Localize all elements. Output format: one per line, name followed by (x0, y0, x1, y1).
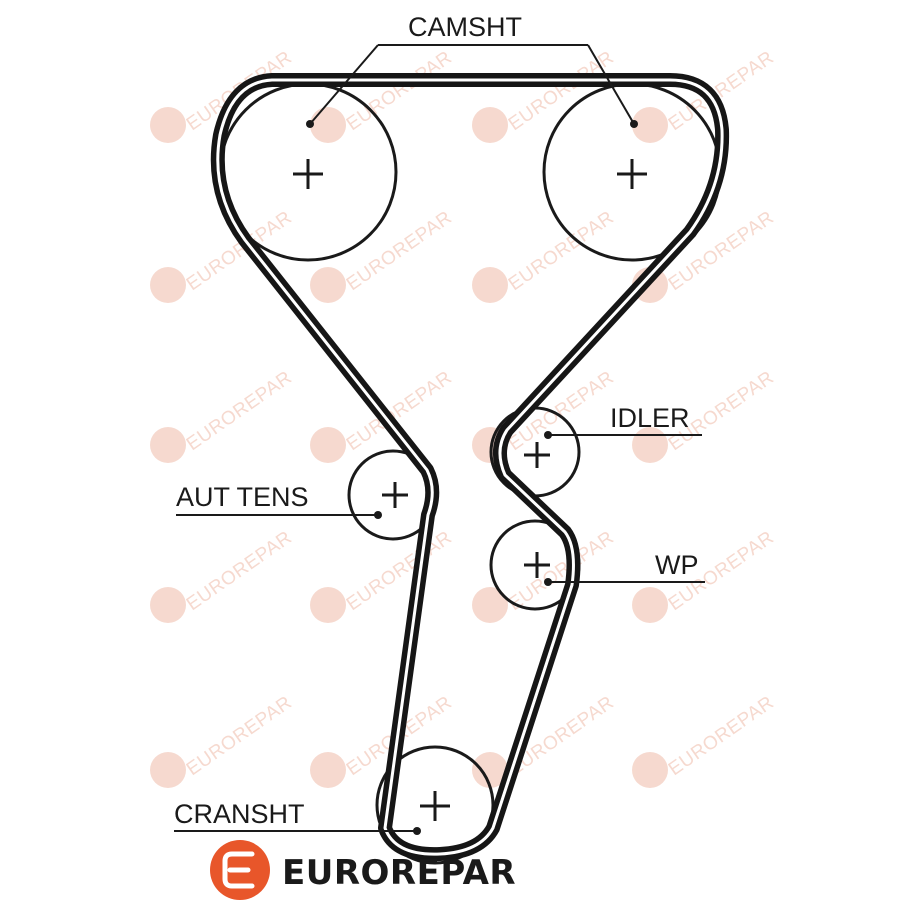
watermark-logo-icon (310, 427, 346, 463)
camshaft-left-dot (306, 120, 314, 128)
watermark-tile: EUROREPAR (150, 692, 296, 788)
watermark-logo-icon (472, 752, 508, 788)
timing-belt-path (210, 73, 730, 862)
watermark-text: EUROREPAR (183, 367, 296, 455)
watermark-logo-icon (472, 587, 508, 623)
watermark-logo-icon (150, 427, 186, 463)
label-idler: IDLER (610, 403, 690, 433)
watermark-logo-icon (472, 267, 508, 303)
watermark-logo-icon (150, 587, 186, 623)
pulleys (218, 82, 722, 865)
label-water-pump: WP (655, 550, 699, 580)
watermark-logo-icon (310, 107, 346, 143)
watermark-tile: EUROREPAR (310, 527, 456, 623)
leader-dots (306, 120, 638, 835)
watermark-tile: EUROREPAR (472, 207, 618, 303)
plus-mark-camshaft-right (617, 159, 647, 189)
idler-dot (544, 431, 552, 439)
watermark-logo-icon (310, 587, 346, 623)
watermark-text: EUROREPAR (505, 207, 618, 295)
timing-belt (210, 73, 730, 862)
label-tensioner: AUT TENS (176, 482, 309, 512)
watermark-tile: EUROREPAR (632, 692, 778, 788)
watermark-tile: EUROREPAR (310, 207, 456, 303)
watermark-text: EUROREPAR (343, 527, 456, 615)
plus-mark-idler (524, 442, 550, 468)
plus-mark-crankshaft (420, 791, 450, 821)
crankshaft-pulley (375, 745, 495, 865)
brand-logo: EUROREPAR (210, 840, 516, 900)
water-pump-dot (544, 578, 552, 586)
tensioner-dot (374, 511, 382, 519)
watermark-logo-icon (310, 267, 346, 303)
plus-mark-tensioner (382, 482, 408, 508)
watermark-logo-icon (632, 107, 668, 143)
label-crankshaft: CRANSHT (174, 799, 305, 829)
watermark-tile: EUROREPAR (150, 527, 296, 623)
watermark-logo-icon (472, 107, 508, 143)
watermark-logo-icon (310, 752, 346, 788)
watermark-tile: EUROREPAR (150, 367, 296, 463)
watermark-tile: EUROREPAR (150, 207, 296, 303)
watermark-text: EUROREPAR (665, 692, 778, 780)
watermark-text: EUROREPAR (183, 692, 296, 780)
leader-lines (174, 44, 705, 832)
pulley-centers (293, 159, 647, 821)
camshaft-leader-left (309, 44, 379, 125)
camshaft-leader-right (587, 44, 635, 125)
watermark-logo-icon (150, 107, 186, 143)
watermark-tile: EUROREPAR (310, 692, 456, 788)
timing-belt-inner-line (216, 78, 724, 856)
watermark-logo-icon (150, 752, 186, 788)
plus-mark-camshaft-left (293, 159, 323, 189)
watermark-logo-icon (632, 587, 668, 623)
camshaft-right-dot (630, 120, 638, 128)
watermark-tile: EUROREPAR (472, 692, 618, 788)
watermark-tile: EUROREPAR (472, 47, 618, 143)
watermark-logo-icon (150, 267, 186, 303)
brand-name: EUROREPAR (282, 853, 516, 893)
crankshaft-dot (413, 827, 421, 835)
watermark-tile: EUROREPAR (632, 527, 778, 623)
watermark-text: EUROREPAR (343, 207, 456, 295)
watermark-text: EUROREPAR (343, 47, 456, 135)
label-camshaft: CAMSHT (408, 12, 522, 42)
plus-mark-water-pump (524, 552, 550, 578)
watermark-text: EUROREPAR (183, 527, 296, 615)
watermark-logo-icon (632, 752, 668, 788)
